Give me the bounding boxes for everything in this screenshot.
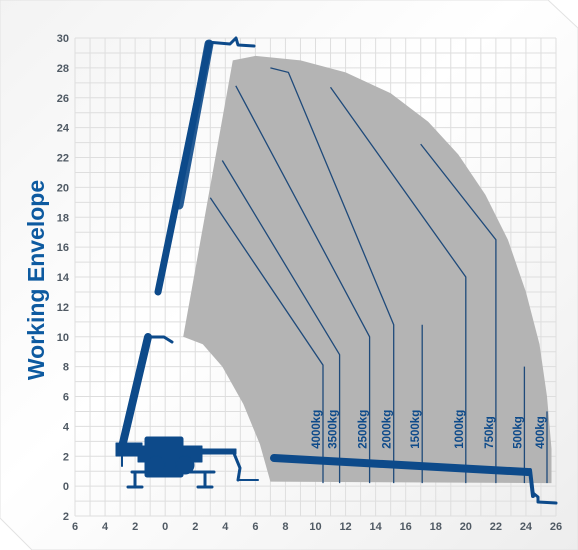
y-tick-label: 14 [57, 272, 70, 284]
y-tick-label: 12 [57, 302, 69, 314]
load-curves: 4000kg 3500kg 2500kg 2000kg 1500kg 1000kg 750k… [209, 67, 548, 484]
load-curve-750kg [420, 143, 497, 484]
x-tick-label: 4 [222, 521, 229, 533]
load-label: 1500kg [410, 410, 422, 449]
load-curve-3500kg [221, 160, 341, 484]
x-tick-label: 8 [282, 521, 288, 533]
x-tick-label: 12 [339, 521, 351, 533]
load-label: 750kg [484, 416, 496, 449]
y-tick-label: 22 [57, 153, 69, 165]
load-label: 4000kg [311, 410, 323, 449]
envelope-layer [183, 55, 552, 484]
load-label: 500kg [512, 416, 524, 449]
y-tick-label: 0 [63, 481, 69, 493]
x-tick-label: 18 [430, 521, 442, 533]
y-tick-label: 30 [57, 33, 69, 45]
x-tick-label: 0 [162, 521, 168, 533]
load-label: 2000kg [382, 410, 394, 449]
y-tick-label: 24 [57, 123, 70, 135]
y-tick-label: 10 [57, 332, 69, 344]
telehandler-machine [115, 36, 558, 505]
y-tick-label: 8 [63, 362, 69, 374]
load-curve-2000kg [270, 67, 395, 484]
x-tick-label: 4 [102, 521, 109, 533]
y-tick-label: 28 [57, 63, 69, 75]
x-tick-label: 26 [550, 521, 562, 533]
x-tick-label: 22 [490, 521, 502, 533]
load-curve-1000kg [329, 86, 467, 484]
x-tick-label: 16 [400, 521, 412, 533]
load-label: 1000kg [454, 410, 466, 449]
y-tick-label: 2 [63, 451, 69, 463]
x-tick-label: 14 [370, 521, 383, 533]
y-tick-label: 16 [57, 242, 69, 254]
y-tick-label: 6 [63, 392, 69, 404]
y-tick-label: 26 [57, 93, 69, 105]
y-tick-label: 4 [63, 421, 70, 433]
x-tick-label: 2 [192, 521, 198, 533]
y-tick-label: 20 [57, 182, 69, 194]
load-label: 2500kg [358, 410, 370, 449]
x-tick-label: 6 [72, 521, 78, 533]
load-label: 3500kg [328, 410, 340, 449]
chart-title: Working Envelope [23, 180, 49, 380]
x-tick-label: 2 [132, 521, 138, 533]
load-label: 400kg [535, 416, 547, 449]
y-tick-label: 18 [57, 212, 69, 224]
y-tick-label: 2 [63, 511, 69, 523]
x-tick-label: 24 [520, 521, 533, 533]
load-curve-4000kg [209, 197, 324, 484]
x-tick-label: 10 [309, 521, 321, 533]
load-curve-2500kg [235, 85, 371, 484]
x-tick-label: 6 [252, 521, 258, 533]
working-envelope-area [183, 55, 552, 484]
x-tick-label: 20 [460, 521, 472, 533]
